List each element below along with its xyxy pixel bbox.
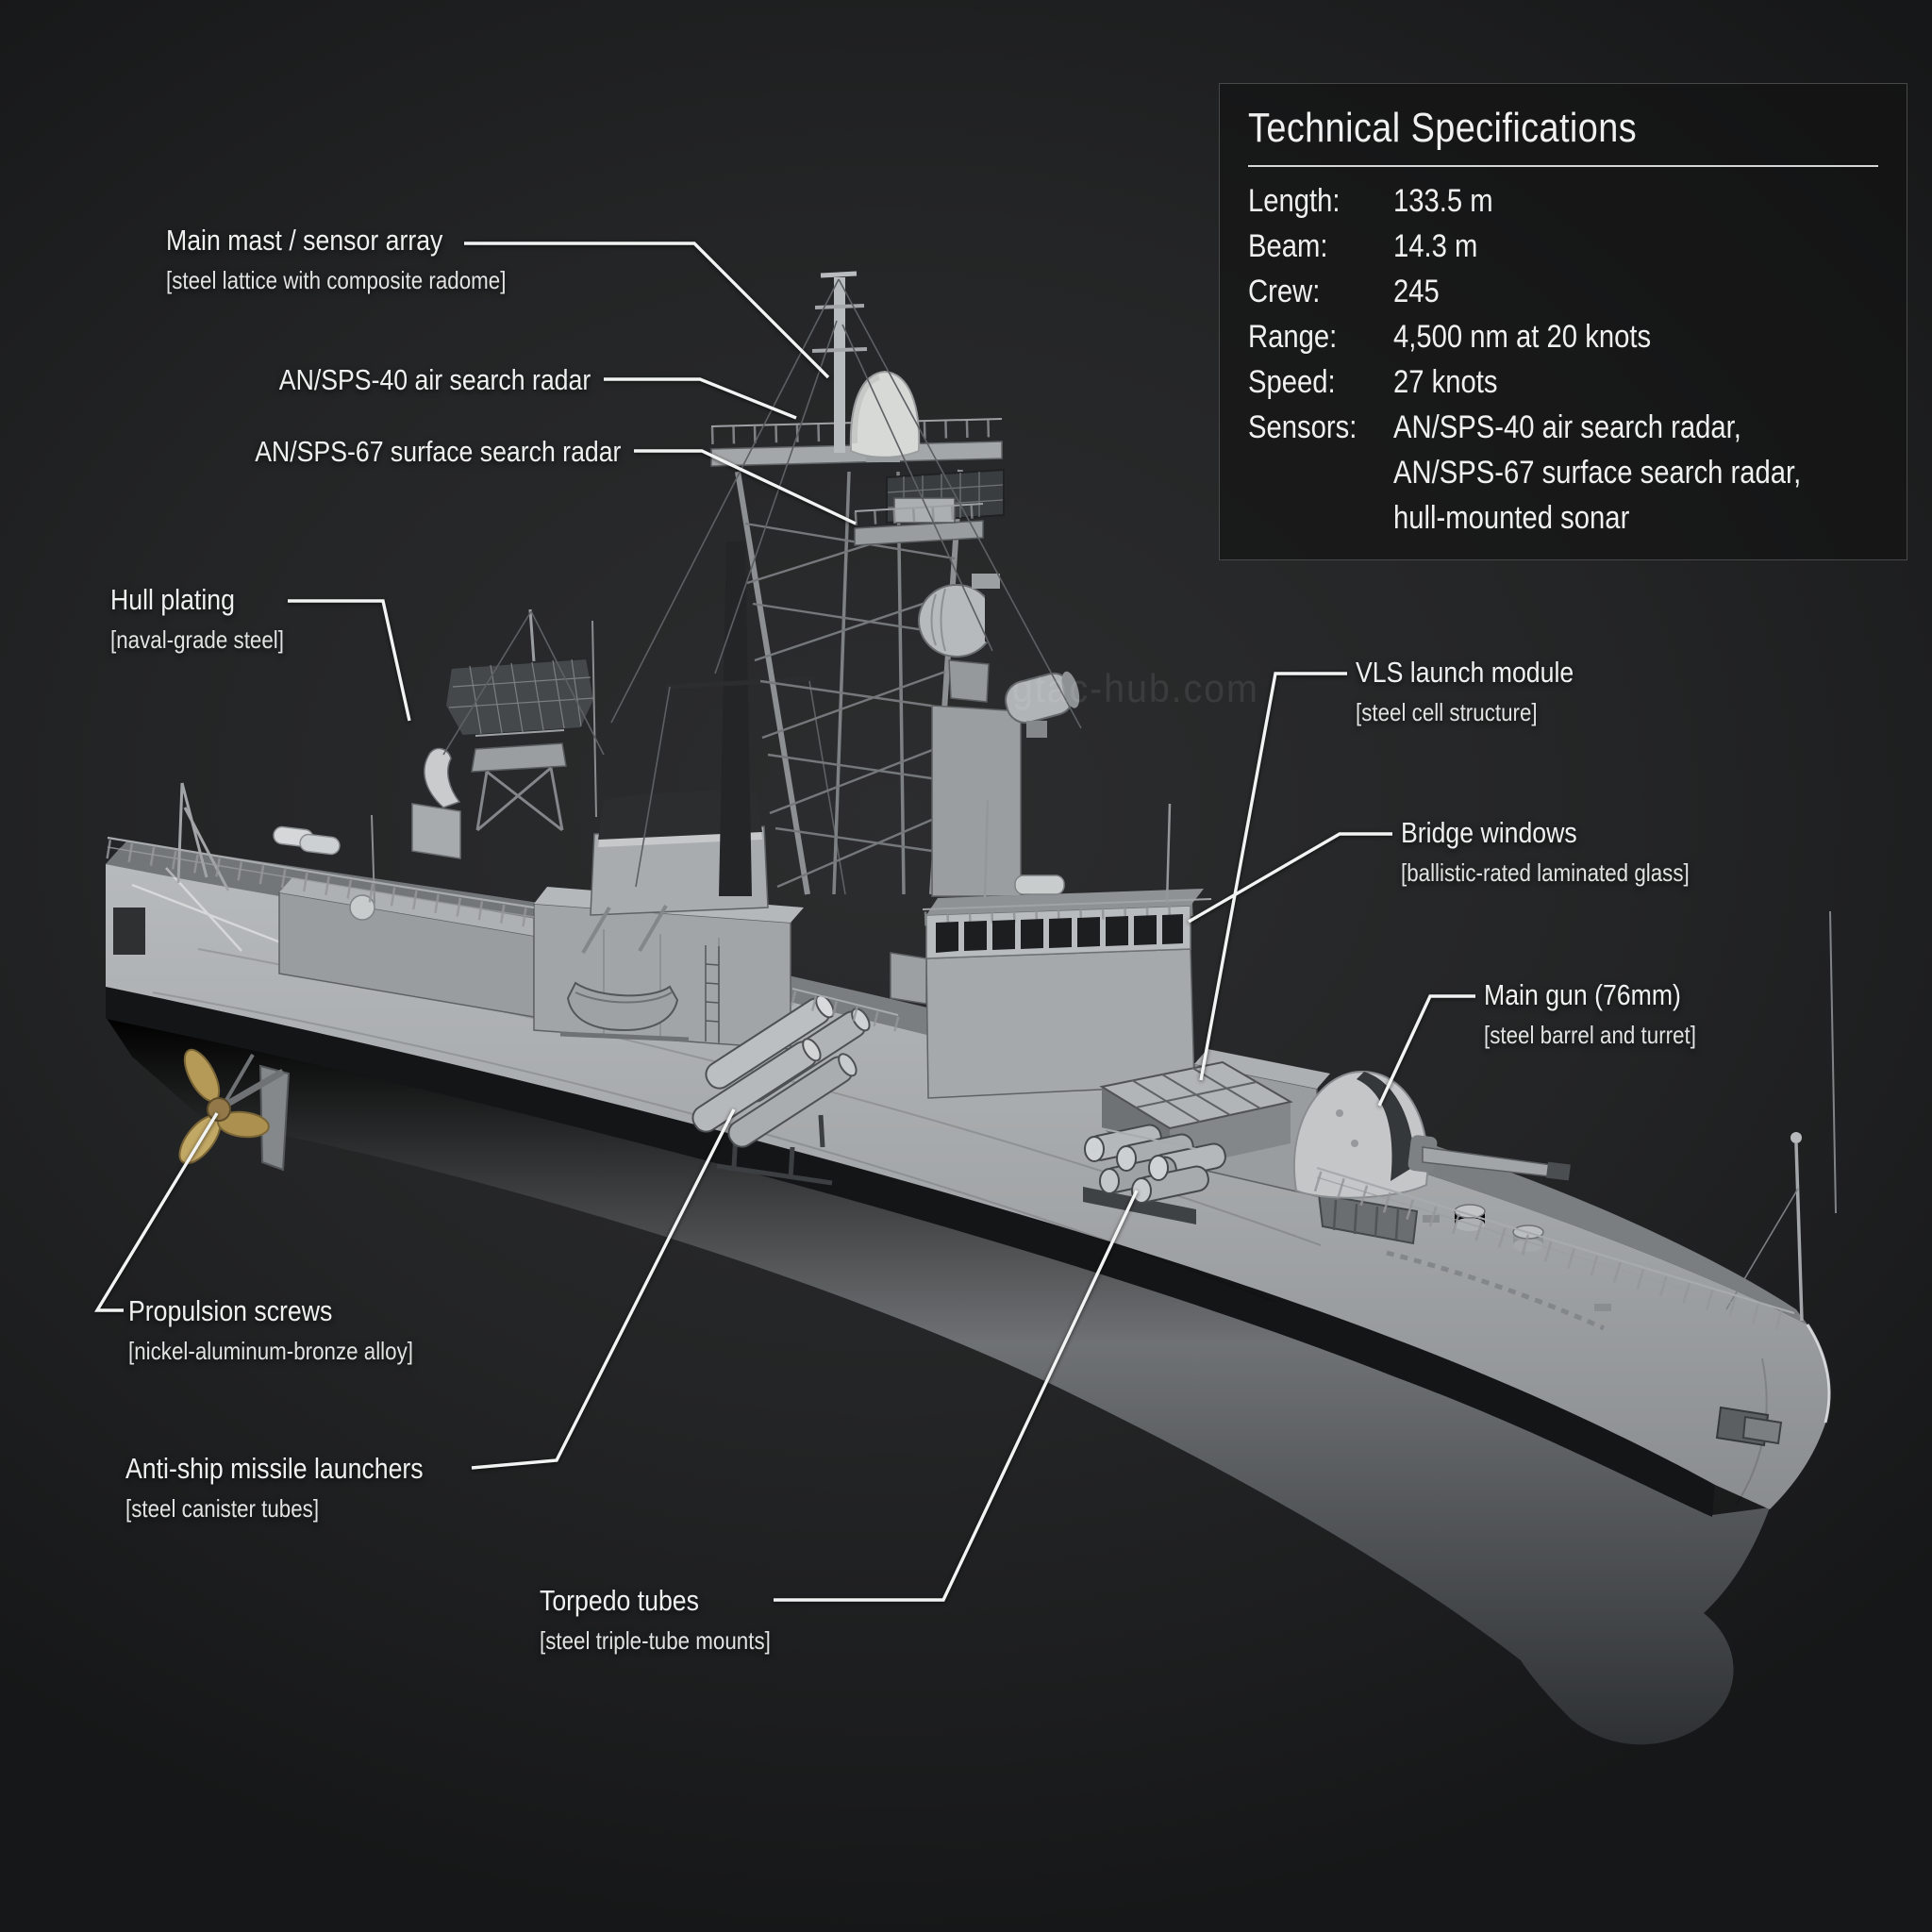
spec-row-speed: Speed: 27 knots bbox=[1248, 359, 1878, 405]
callout-title: AN/SPS-67 surface search radar bbox=[254, 435, 621, 468]
spec-value: 27 knots bbox=[1393, 364, 1498, 400]
ecm-antenna bbox=[411, 747, 461, 859]
spec-label: Beam: bbox=[1248, 228, 1328, 264]
leader-hull-plating bbox=[288, 599, 411, 722]
stern-staff bbox=[176, 782, 230, 891]
leader-sps67 bbox=[634, 449, 857, 525]
callout-sps40-radar: AN/SPS-40 air search radar bbox=[228, 362, 591, 398]
callout-title: Torpedo tubes bbox=[540, 1584, 699, 1617]
spec-row-crew: Crew: 245 bbox=[1248, 269, 1878, 314]
torpedo-tubes bbox=[1083, 1124, 1226, 1224]
spec-label: Crew: bbox=[1248, 274, 1321, 309]
radome bbox=[849, 370, 921, 462]
callout-main-mast: Main mast / sensor array [steel lattice … bbox=[166, 223, 561, 296]
spec-value: 14.3 m bbox=[1393, 228, 1478, 264]
aft-whip-antenna bbox=[371, 814, 375, 905]
callout-title: Main mast / sensor array bbox=[166, 224, 443, 257]
callout-subtitle: [steel barrel and turret] bbox=[1484, 1021, 1696, 1049]
callout-subtitle: [steel canister tubes] bbox=[125, 1494, 320, 1523]
callout-title: Main gun (76mm) bbox=[1484, 978, 1681, 1011]
specs-panel: Technical Specifications Length: 133.5 m… bbox=[1219, 83, 1907, 560]
spec-value: 245 bbox=[1393, 274, 1440, 309]
bow-stem-highlight bbox=[1806, 1324, 1831, 1424]
callout-hull-plating: Hull plating [naval-grade steel] bbox=[110, 582, 312, 656]
callout-bridge-windows: Bridge windows [ballistic-rated laminate… bbox=[1401, 815, 1737, 889]
searchlight bbox=[1005, 671, 1080, 738]
bow-anchor-fitting bbox=[1715, 1406, 1783, 1447]
life-raft-canisters bbox=[273, 825, 375, 921]
callout-title: AN/SPS-40 air search radar bbox=[278, 363, 591, 396]
callout-subtitle: [steel triple-tube mounts] bbox=[540, 1626, 771, 1655]
gun-director bbox=[918, 574, 1032, 703]
specs-title: Technical Specifications bbox=[1248, 105, 1638, 151]
leader-propulsion bbox=[93, 1112, 219, 1312]
callout-antiship: Anti-ship missile launchers [steel canis… bbox=[125, 1451, 472, 1524]
leader-sps40 bbox=[604, 377, 797, 420]
leader-main-gun bbox=[1377, 994, 1475, 1107]
gun-pedestal bbox=[1317, 1192, 1419, 1245]
leader-torpedo bbox=[774, 1190, 1139, 1602]
callout-title: Hull plating bbox=[110, 583, 235, 616]
spec-value: 133.5 m bbox=[1393, 183, 1493, 219]
spec-value: 4,500 nm at 20 knots bbox=[1393, 319, 1652, 355]
leader-vls bbox=[1199, 672, 1347, 1081]
black-mast bbox=[635, 541, 846, 896]
callout-sps67-radar: AN/SPS-67 surface search radar bbox=[195, 434, 621, 470]
leader-bridge-windows bbox=[1188, 832, 1392, 924]
spec-label: Sensors: bbox=[1248, 409, 1357, 445]
callout-subtitle: [ballistic-rated laminated glass] bbox=[1401, 858, 1690, 887]
callout-title: Anti-ship missile launchers bbox=[125, 1452, 424, 1485]
callout-title: Propulsion screws bbox=[128, 1294, 333, 1327]
specs-divider bbox=[1248, 165, 1878, 167]
anti-ship-missile-launchers bbox=[691, 994, 871, 1186]
spec-label: Range: bbox=[1248, 319, 1338, 355]
lifeboat bbox=[559, 904, 690, 1042]
bow-jackstaff bbox=[1725, 1132, 1804, 1322]
leader-antiship bbox=[471, 1108, 736, 1470]
callout-propulsion: Propulsion screws [nickel-aluminum-bronz… bbox=[128, 1293, 459, 1367]
callout-title: VLS launch module bbox=[1356, 656, 1574, 689]
aft-radar-tower bbox=[443, 608, 596, 832]
callout-subtitle: [naval-grade steel] bbox=[110, 625, 284, 654]
leader-main-mast bbox=[464, 242, 830, 379]
bow-whip-antenna bbox=[1829, 910, 1837, 1214]
callout-vls: VLS launch module [steel cell structure] bbox=[1356, 655, 1609, 728]
bridge-windows bbox=[936, 914, 1183, 953]
callout-torpedo: Torpedo tubes [steel triple-tube mounts] bbox=[540, 1583, 808, 1657]
spec-value: AN/SPS-40 air search radar, AN/SPS-67 su… bbox=[1393, 409, 1802, 536]
spec-row-range: Range: 4,500 nm at 20 knots bbox=[1248, 314, 1878, 359]
spec-label: Length: bbox=[1248, 183, 1341, 219]
spec-row-sensors: Sensors: AN/SPS-40 air search radar, AN/… bbox=[1248, 405, 1878, 541]
watermark: gtac-hub.com bbox=[1012, 666, 1259, 710]
callout-subtitle: [steel cell structure] bbox=[1356, 698, 1538, 726]
spec-row-beam: Beam: 14.3 m bbox=[1248, 224, 1878, 269]
main-gun bbox=[1293, 1070, 1571, 1245]
spec-row-length: Length: 133.5 m bbox=[1248, 178, 1878, 224]
railings bbox=[106, 836, 1798, 1335]
callout-subtitle: [steel lattice with composite radome] bbox=[166, 266, 507, 294]
spec-label: Speed: bbox=[1248, 364, 1336, 400]
callout-subtitle: [nickel-aluminum-bronze alloy] bbox=[128, 1337, 413, 1365]
callout-title: Bridge windows bbox=[1401, 816, 1577, 849]
bridge-whip-antennas bbox=[983, 799, 1172, 905]
callout-main-gun: Main gun (76mm) [steel barrel and turret… bbox=[1484, 977, 1731, 1051]
boot-stripe bbox=[106, 987, 1715, 1517]
guy-wires bbox=[442, 278, 1082, 756]
mid-whip-antenna bbox=[591, 620, 597, 818]
